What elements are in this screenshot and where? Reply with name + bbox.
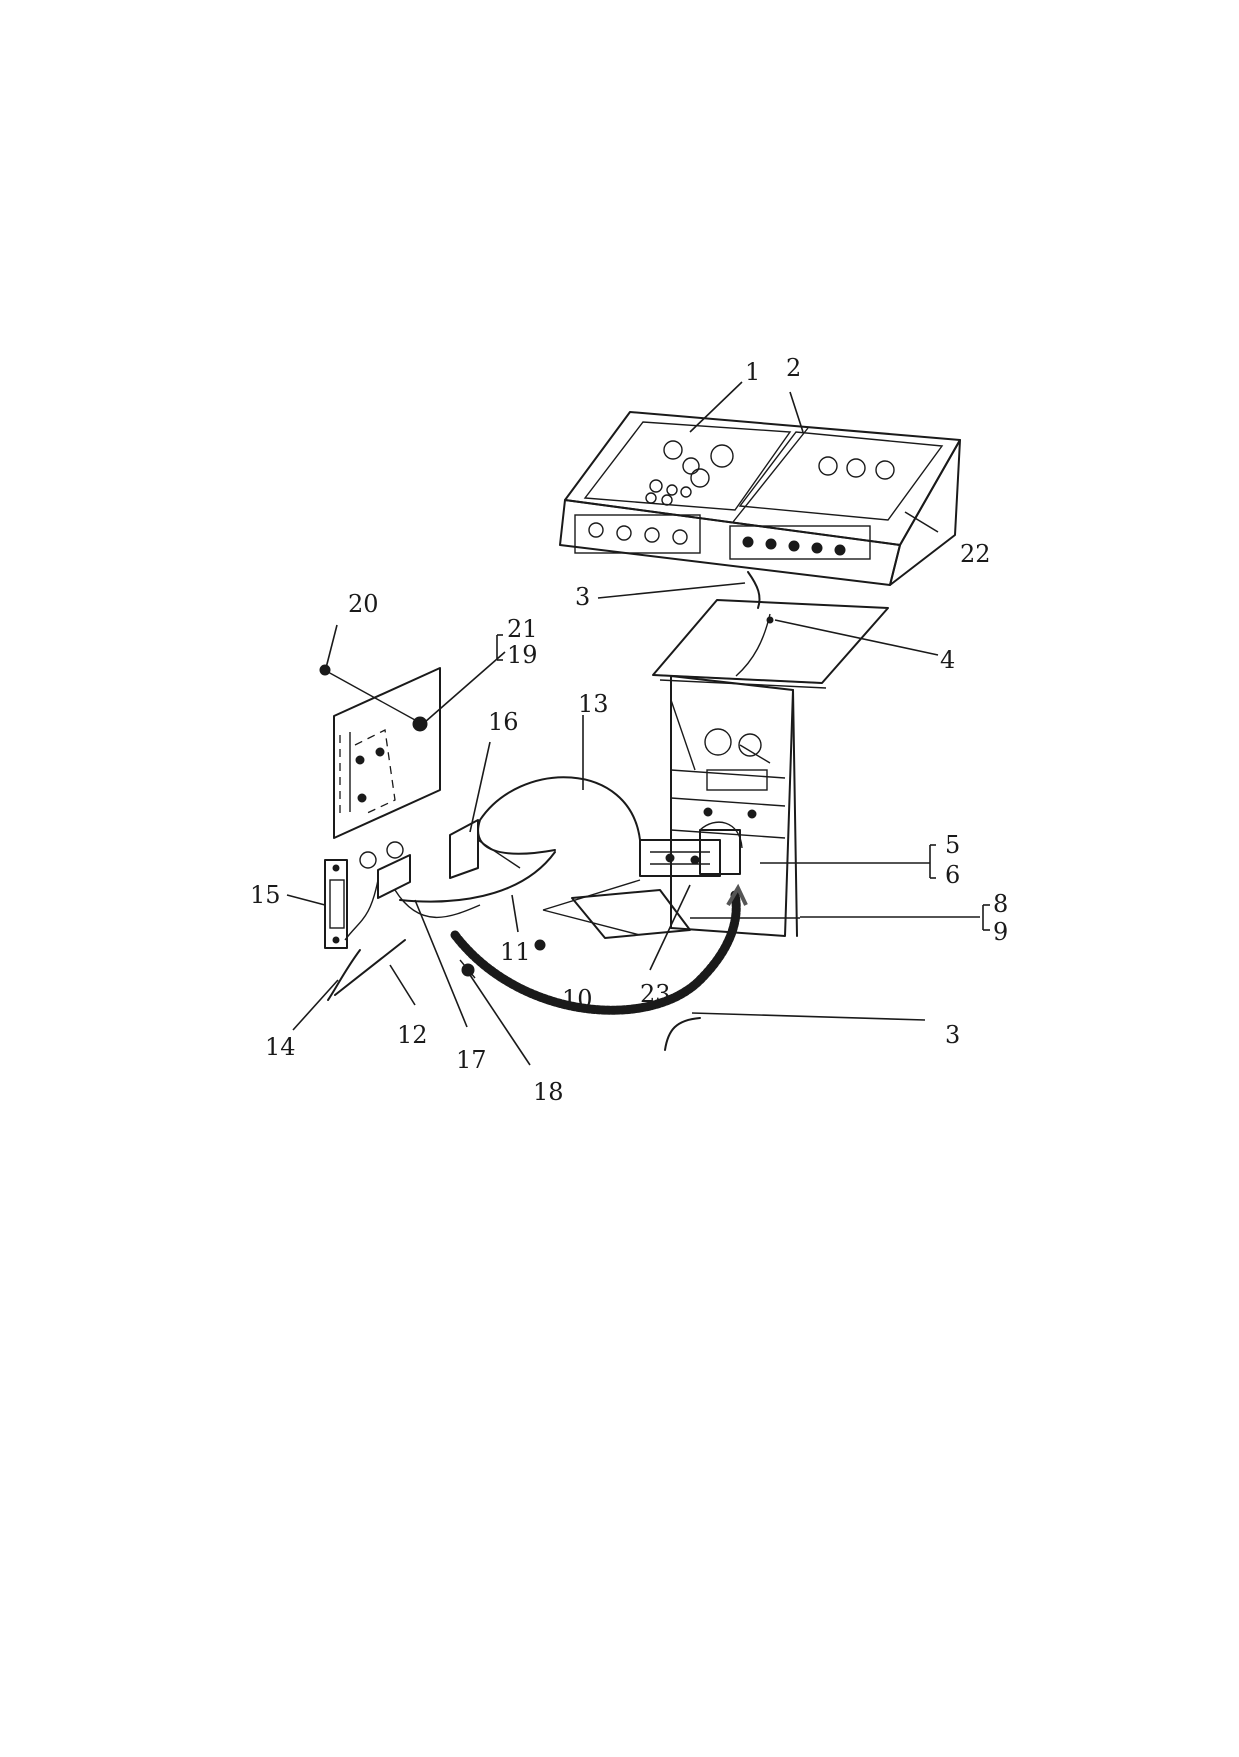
callout-8: 8 xyxy=(993,890,1008,918)
main-cabinet xyxy=(670,675,798,937)
callout-18: 18 xyxy=(533,1078,564,1106)
callout-3-lower: 3 xyxy=(945,1021,960,1049)
small-bracket xyxy=(324,859,348,949)
junction-box xyxy=(449,819,521,879)
cable-13 xyxy=(477,776,641,855)
callout-17: 17 xyxy=(456,1046,487,1074)
mounting-bracket xyxy=(319,664,441,839)
pin-10 xyxy=(534,939,546,951)
callout-5: 5 xyxy=(945,831,960,859)
valve-block xyxy=(344,841,481,941)
callout-19: 19 xyxy=(507,641,538,669)
callout-6: 6 xyxy=(945,861,960,889)
callout-10: 10 xyxy=(562,985,593,1013)
manifold-block xyxy=(639,821,743,877)
control-panel-2 xyxy=(729,431,944,560)
top-plate xyxy=(652,599,889,689)
lower-tray xyxy=(542,879,800,939)
control-panel-1 xyxy=(574,421,792,554)
control-console xyxy=(559,411,961,586)
callout-14: 14 xyxy=(265,1033,296,1061)
cable-3-upper xyxy=(747,571,761,609)
cable-3-lower xyxy=(664,1017,701,1051)
callout-21: 21 xyxy=(507,615,538,643)
hose-3-lower xyxy=(450,890,741,1015)
callout-3-upper: 3 xyxy=(575,583,590,611)
callout-12: 12 xyxy=(397,1021,428,1049)
callout-22: 22 xyxy=(960,540,991,568)
callout-15: 15 xyxy=(250,881,281,909)
callout-16: 16 xyxy=(488,708,519,736)
cable-11 xyxy=(399,851,556,903)
callout-2: 2 xyxy=(786,354,801,382)
callout-13: 13 xyxy=(578,690,609,718)
callout-labels: 1 2 22 3 4 20 21 19 16 13 5 6 8 9 15 11 … xyxy=(250,354,1008,1106)
callout-11: 11 xyxy=(500,938,531,966)
leader-lines xyxy=(286,381,990,1066)
callout-20: 20 xyxy=(348,590,379,618)
callout-23: 23 xyxy=(640,980,671,1008)
callout-4: 4 xyxy=(940,646,955,674)
callout-9: 9 xyxy=(993,918,1008,946)
callout-1: 1 xyxy=(745,358,760,386)
rod-12 xyxy=(334,939,406,996)
wire-14 xyxy=(327,949,361,1001)
fitting-18 xyxy=(459,959,476,979)
